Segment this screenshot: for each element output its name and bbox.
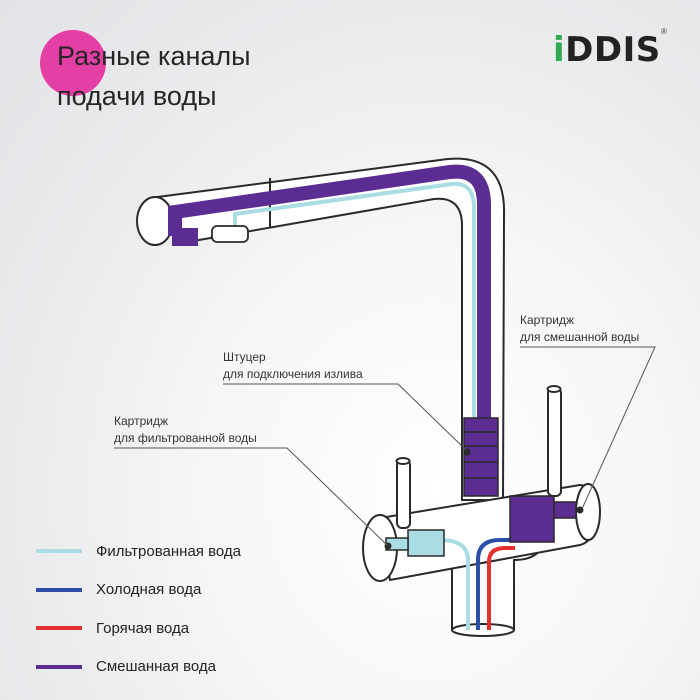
legend-label-hot: Горячая вода xyxy=(96,619,190,637)
callout-fitting-title: Штуцер xyxy=(223,350,266,364)
legend-item-filtered: Фильтрованная вода xyxy=(36,532,241,571)
water-legend: Фильтрованная вода Холодная вода Горячая… xyxy=(36,532,241,686)
legend-item-cold: Холодная вода xyxy=(36,571,241,610)
filtered-water-cartridge xyxy=(384,529,445,557)
legend-item-mixed: Смешанная вода xyxy=(36,648,241,687)
callout-spout-fitting: Штуцер для подключения излива xyxy=(223,349,363,383)
legend-label-filtered: Фильтрованная вода xyxy=(96,542,241,560)
callout-filtered-cartridge: Картридж для фильтрованной воды xyxy=(114,413,257,447)
mixed-water-outlet xyxy=(172,228,198,246)
filtered-outlet-nozzle xyxy=(211,225,249,243)
page-title: Разные каналы подачи воды xyxy=(57,36,251,116)
legend-label-mixed: Смешанная вода xyxy=(96,658,216,676)
callout-mixed-desc: для смешанной воды xyxy=(520,330,640,344)
spout-fitting xyxy=(463,417,499,497)
registered-mark: ® xyxy=(661,27,667,36)
callout-mixed-title: Картридж xyxy=(520,313,574,327)
legend-label-cold: Холодная вода xyxy=(96,581,202,599)
title-line-1: Разные каналы xyxy=(57,41,251,71)
logo-rest: DDIS xyxy=(565,30,661,70)
mixed-water-cartridge xyxy=(509,495,584,543)
legend-swatch-filtered xyxy=(36,549,82,554)
logo-i: i xyxy=(553,30,566,70)
legend-item-hot: Горячая вода xyxy=(36,609,241,648)
hot-water-channel xyxy=(487,546,515,630)
filtered-water-channel xyxy=(233,181,476,430)
faucet-handles xyxy=(395,385,562,529)
callout-leaders xyxy=(114,346,656,547)
legend-swatch-hot xyxy=(36,626,82,631)
legend-swatch-mixed xyxy=(36,664,82,669)
callout-filtered-title: Картридж xyxy=(114,414,168,428)
brand-logo: iDDIS xyxy=(553,30,661,70)
title-accent-blob xyxy=(40,30,106,96)
title-line-2: подачи воды xyxy=(57,81,217,111)
callout-filtered-desc: для фильтрованной воды xyxy=(114,431,257,445)
callout-fitting-desc: для подключения излива xyxy=(223,367,363,381)
cold-water-channel xyxy=(476,538,510,630)
callout-mixed-cartridge: Картридж для смешанной воды xyxy=(520,312,639,346)
legend-swatch-cold xyxy=(36,587,82,592)
mixed-water-channel xyxy=(168,164,491,420)
